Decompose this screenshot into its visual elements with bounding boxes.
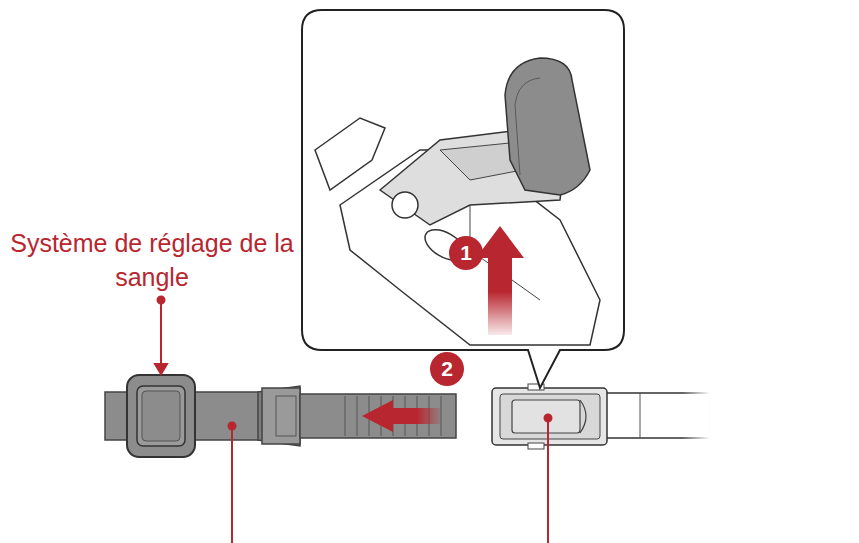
strap-ridge [441, 396, 442, 436]
callout-number: 2 [431, 353, 463, 385]
leader-line [155, 297, 552, 543]
part-name: Système de réglage de la sangle [7, 226, 297, 294]
strap-adjuster [127, 375, 195, 457]
callout-number: 1 [450, 237, 482, 269]
push-arrow [362, 352, 464, 432]
strap [105, 386, 456, 446]
buckle [492, 384, 710, 449]
detail-inset [302, 10, 624, 388]
strap-ridge [345, 396, 346, 436]
strap-ridge [357, 396, 358, 436]
